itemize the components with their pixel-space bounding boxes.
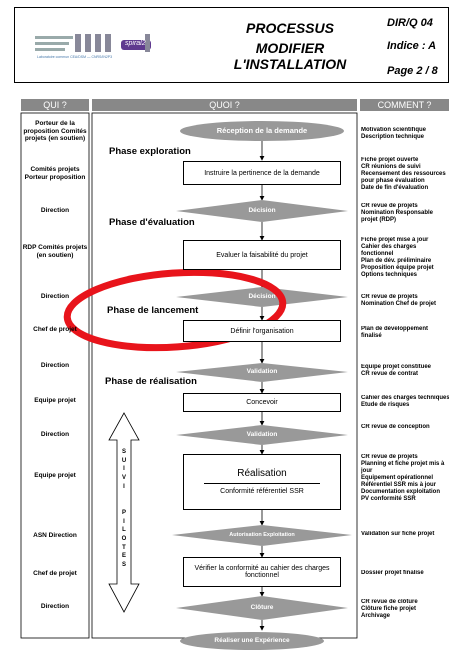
process-title-line-2: MODIFIER <box>255 40 325 56</box>
comment-row-1: Motivation scientifique Description tech… <box>361 127 427 140</box>
comment-row-13: CR revue de clôture Clôture fiche projet… <box>361 599 418 619</box>
decision-2-label: Décision <box>248 293 276 300</box>
validation-2-label: Validation <box>246 431 278 438</box>
realisation-label: Réalisation <box>237 468 287 479</box>
pilotes-letter: S <box>121 562 126 569</box>
process-title-line-1: PROCESSUS <box>246 20 334 36</box>
logo-badge: spiral2 <box>125 40 146 47</box>
pilotes-letter: O <box>121 536 127 542</box>
qui-row-3: Direction <box>40 207 70 214</box>
process-title-line-3: L'INSTALLATION <box>233 56 347 72</box>
logo-subtitle: Laboratoire commun CEA/DSM — CNRS/IN2P3 <box>37 55 113 59</box>
experience-label: Réaliser une Expérience <box>214 637 290 644</box>
phase-realisation: Phase de réalisation <box>105 376 197 387</box>
qui-row-13: Direction <box>40 603 70 610</box>
document-header: spiral2 Laboratoire commun CEA/DSM — CNR… <box>14 7 449 83</box>
qui-row-9: Direction <box>40 431 70 438</box>
validation-1-label: Validation <box>246 368 278 375</box>
instruire-box: Instruire la pertinence de la demande <box>183 161 341 185</box>
suivi-letter <box>118 492 130 501</box>
qui-row-7: Direction <box>40 362 70 369</box>
decision-1-label: Décision <box>248 207 276 214</box>
column-header-quoi: QUOI ? <box>92 99 357 111</box>
comment-row-8: Cahier des charges techniques Etude de r… <box>361 395 449 408</box>
pilotes-letter: I <box>123 518 125 525</box>
decision-diamond-1 <box>176 200 348 222</box>
phase-lancement: Phase de lancement <box>107 305 199 316</box>
cloture-label: Clôture <box>250 604 274 611</box>
red-highlight-circle <box>63 268 287 352</box>
phase-evaluation: Phase d'évaluation <box>109 217 195 228</box>
column-header-qui: QUI ? <box>21 99 89 111</box>
definir-box: Définir l'organisation <box>183 320 341 342</box>
comment-row-5: CR revue de projets Nomination Chef de p… <box>361 294 436 307</box>
ganil-logo-graphic <box>35 34 151 52</box>
evaluer-box: Evaluer la faisabilité du projet <box>183 240 341 270</box>
comment-row-3: CR revue de projets Nomination Responsab… <box>361 203 434 223</box>
comment-row-10: CR revue de projets Planning et fiche pr… <box>361 454 445 502</box>
phase-exploration: Phase exploration <box>109 146 191 157</box>
suivi-letter: I <box>123 466 125 473</box>
comment-row-2: Fiche projet ouverte CR réunions de suiv… <box>361 157 446 191</box>
decision-diamond-2 <box>176 287 348 307</box>
qui-row-6: Chef de projet <box>33 326 77 333</box>
pilotes-letter: P <box>121 509 126 516</box>
end-ellipse <box>180 632 324 650</box>
suivi-letter: V <box>121 475 126 482</box>
qui-row-8: Equipe projet <box>34 397 76 404</box>
comment-row-4: Fiche projet mise à jour Cahier des char… <box>361 237 434 278</box>
doc-indice: Indice : A <box>387 40 437 52</box>
start-ellipse <box>180 121 344 141</box>
validation-diamond-1 <box>176 363 348 382</box>
qui-row-12: Chef de projet <box>33 570 77 577</box>
comment-row-12: Dossier projet finalisé <box>361 570 424 576</box>
comment-row-9: CR revue de conception <box>361 424 430 430</box>
conformite-label: Conformité référentiel SSR <box>204 483 320 495</box>
qui-row-10: Equipe projet <box>34 472 76 479</box>
comment-row-11: Validation sur fiche projet <box>361 531 435 537</box>
verifier-box: Vérifier la conformité au cahier des cha… <box>183 557 341 587</box>
doc-page: Page 2 / 8 <box>387 65 438 77</box>
comment-row-6: Plan de développement finalisé <box>361 326 429 339</box>
ganil-logo: spiral2 Laboratoire commun CEA/DSM — CNR… <box>27 22 177 72</box>
qui-row-1: Porteur de la proposition Comités projet… <box>23 120 87 142</box>
pilotes-letter: L <box>122 527 126 534</box>
suivi-letter: I <box>123 483 125 490</box>
suivi-pilotes-arrow <box>108 412 140 613</box>
comment-row-7: Equipe projet constituée CR revue de con… <box>361 364 432 377</box>
autorisation-diamond <box>172 525 352 546</box>
realisation-box: Réalisation Conformité référentiel SSR <box>183 454 341 510</box>
autorisation-label: Autorisation Exploitation <box>229 532 295 538</box>
reception-label: Réception de la demande <box>216 126 308 135</box>
pilotes-letter: T <box>122 544 126 551</box>
suivi-letter: U <box>121 457 127 464</box>
doc-reference: DIR/Q 04 <box>387 17 433 29</box>
suivi-letter: S <box>121 449 126 455</box>
pilotes-letter: E <box>121 553 126 560</box>
suivi-letter <box>118 500 130 509</box>
qui-row-4: RDP Comités projets (en soutien) <box>22 244 88 259</box>
suivi-pilotes-letters: S U I V I P I L O T E S <box>118 448 130 570</box>
column-header-comment: COMMENT ? <box>360 99 449 111</box>
qui-row-5: Direction <box>40 293 70 300</box>
qui-row-11: ASN Direction <box>33 532 77 539</box>
validation-diamond-2 <box>176 425 348 445</box>
concevoir-box: Concevoir <box>183 393 341 412</box>
cloture-diamond <box>176 596 348 620</box>
qui-row-2: Comités projets Porteur proposition <box>24 166 86 181</box>
